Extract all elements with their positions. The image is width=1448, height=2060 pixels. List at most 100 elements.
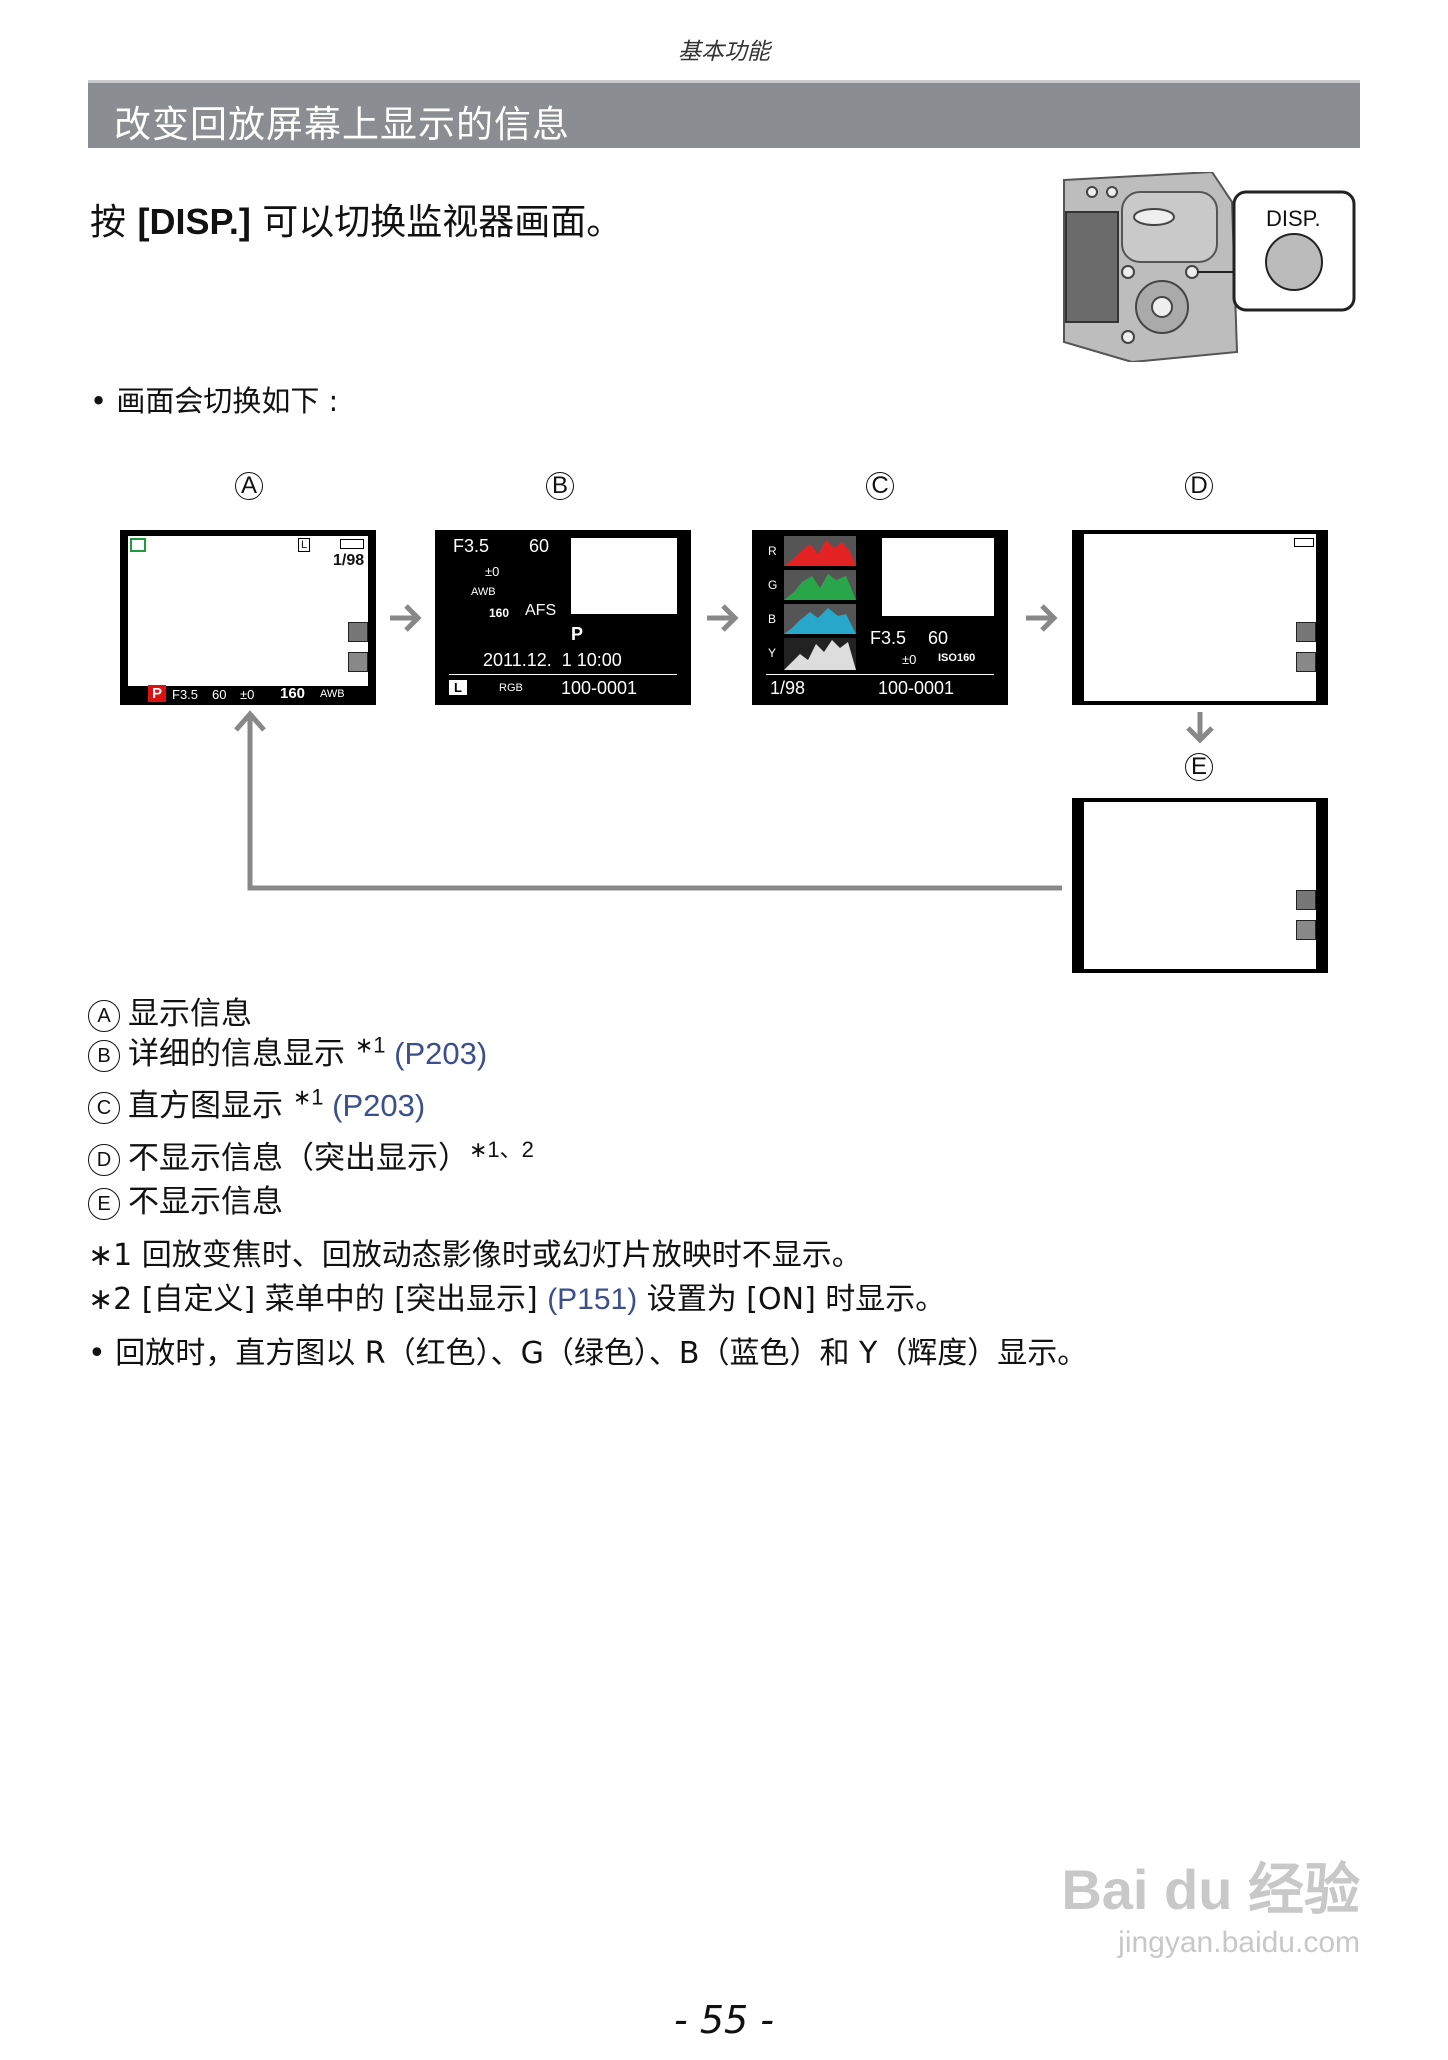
instruction: 按 [DISP.] 可以切换监视器画面。 <box>90 193 622 245</box>
b-size: L <box>449 680 467 695</box>
c-shutter: 60 <box>928 628 949 648</box>
b-ev: ±0 <box>485 564 500 579</box>
b-shutter: 60 <box>529 536 550 556</box>
d-trash-icon <box>1296 652 1316 672</box>
legend-a-marker: A <box>88 999 120 1032</box>
wb-value: AWB <box>320 688 345 700</box>
b-datetime: 2011.12. 1 10:00 <box>483 650 622 670</box>
marker-d: D <box>1185 472 1213 500</box>
footnote-2-text: ∗2 [自定义] 菜单中的 [突出显示] <box>88 1282 548 1317</box>
legend-c-text: 直方图显示 <box>128 1088 293 1124</box>
legend-d-marker: D <box>88 1143 120 1176</box>
battery-icon <box>340 539 364 549</box>
return-arrow <box>230 708 1070 898</box>
b-iso: 160 <box>489 606 510 620</box>
legend-c-marker: C <box>88 1091 120 1124</box>
image-counter: 1/98 <box>333 552 365 569</box>
arrow-a-b <box>388 602 424 638</box>
disp-button-label: DISP. <box>1266 206 1321 231</box>
size-badge: L <box>298 538 311 552</box>
shutter: 60 <box>212 687 227 702</box>
mode-badge: P <box>148 685 167 702</box>
c-ev: ±0 <box>902 652 917 667</box>
b-preview <box>571 538 677 614</box>
running-header: 基本功能 <box>678 39 770 65</box>
section-title-bar: 改变回放屏幕上显示的信息 <box>88 80 1360 148</box>
legend-d-text: 不显示信息（突出显示） <box>128 1140 469 1177</box>
footnote-2-page-ref[interactable]: (P151) <box>547 1283 638 1316</box>
legend-b-footnote: ∗1 <box>354 1032 386 1058</box>
b-aperture: F3.5 <box>453 536 490 556</box>
screen-d <box>1072 530 1328 705</box>
histogram <box>784 536 856 670</box>
b-color: RGB <box>499 682 523 694</box>
legend-a-text: 显示信息 <box>128 996 252 1032</box>
c-channel-y: Y <box>768 646 777 660</box>
arrow-d-e <box>1184 710 1216 750</box>
d-battery-icon <box>1294 538 1314 547</box>
section-title: 改变回放屏幕上显示的信息 <box>114 103 570 146</box>
legend-c-footnote: ∗1 <box>292 1084 324 1110</box>
footnote-2: ∗2 [自定义] 菜单中的 [突出显示] (P151) 设置为 [ON] 时显示… <box>88 1274 945 1318</box>
screen-a: L 1/98 P F3.5 60 ±0 160 AWB <box>120 530 376 705</box>
camera-illustration: DISP. <box>1062 170 1362 364</box>
c-channel-r: R <box>768 544 777 558</box>
ev-value: ±0 <box>240 687 255 702</box>
watermark-brand: Bai du 经验 <box>1061 1858 1360 1921</box>
arrow-c-d <box>1024 602 1060 638</box>
legend-c-page-ref[interactable]: (P203) <box>323 1088 426 1123</box>
footnote-2-text-end: 设置为 [ON] 时显示。 <box>637 1282 946 1317</box>
c-aperture: F3.5 <box>870 628 907 648</box>
legend-e-text: 不显示信息 <box>128 1184 283 1220</box>
e-menu-icon <box>1296 890 1316 910</box>
marker-b: B <box>546 472 574 500</box>
c-file: 100-0001 <box>878 678 955 698</box>
bullet-screens-switch: • 画面会切换如下 : <box>90 384 339 418</box>
legend-e-marker: E <box>88 1187 120 1220</box>
footnote-1: ∗1 回放变焦时、回放动态影像时或幻灯片放映时不显示。 <box>88 1238 862 1273</box>
camera-drawing <box>1063 170 1356 364</box>
watermark-url: jingyan.baidu.com <box>1118 1926 1360 1959</box>
d-menu-icon <box>1296 622 1316 642</box>
instruction-prefix: 按 <box>90 202 138 243</box>
page-number: - 55 - <box>674 1998 774 2042</box>
b-divider <box>449 674 677 675</box>
menu-icon <box>348 622 368 642</box>
arrow-b-c <box>705 602 741 638</box>
b-mode: P <box>571 624 584 644</box>
screen-e-image <box>1084 802 1316 969</box>
histogram-note: • 回放时，直方图以 R（红色）、G（绿色）、B（蓝色）和 Y（辉度）显示。 <box>88 1336 1088 1371</box>
c-divider <box>766 674 994 675</box>
watermark: Bai du 经验 jingyan.baidu.com <box>1061 1845 1360 1960</box>
c-channel-g: G <box>768 578 778 592</box>
disp-key: [DISP.] <box>137 201 251 242</box>
b-file: 100-0001 <box>561 678 638 698</box>
marker-e: E <box>1185 753 1213 781</box>
legend-b-text: 详细的信息显示 <box>128 1036 355 1072</box>
instruction-suffix: 可以切换监视器画面。 <box>250 202 623 243</box>
marker-a: A <box>235 472 263 500</box>
screen-d-image <box>1084 534 1316 701</box>
screen-c: R G B Y F3.5 60 ±0 ISO160 1/98 100-0001 <box>752 530 1008 705</box>
screen-a-image <box>128 536 368 686</box>
legend-d-footnote: ∗1、2 <box>469 1137 534 1162</box>
c-counter: 1/98 <box>770 678 806 698</box>
marker-c: C <box>866 472 894 500</box>
legend-b-page-ref[interactable]: (P203) <box>385 1036 488 1071</box>
screen-e <box>1072 798 1328 973</box>
legend-b-marker: B <box>88 1039 120 1072</box>
c-preview <box>882 538 994 616</box>
b-focus: AFS <box>525 602 557 619</box>
playback-icon <box>130 538 146 552</box>
b-wb: AWB <box>471 586 496 598</box>
e-trash-icon <box>1296 920 1316 940</box>
trash-icon <box>348 652 368 672</box>
aperture: F3.5 <box>172 687 199 702</box>
iso-value: 160 <box>280 685 306 702</box>
c-channel-b: B <box>768 612 777 626</box>
